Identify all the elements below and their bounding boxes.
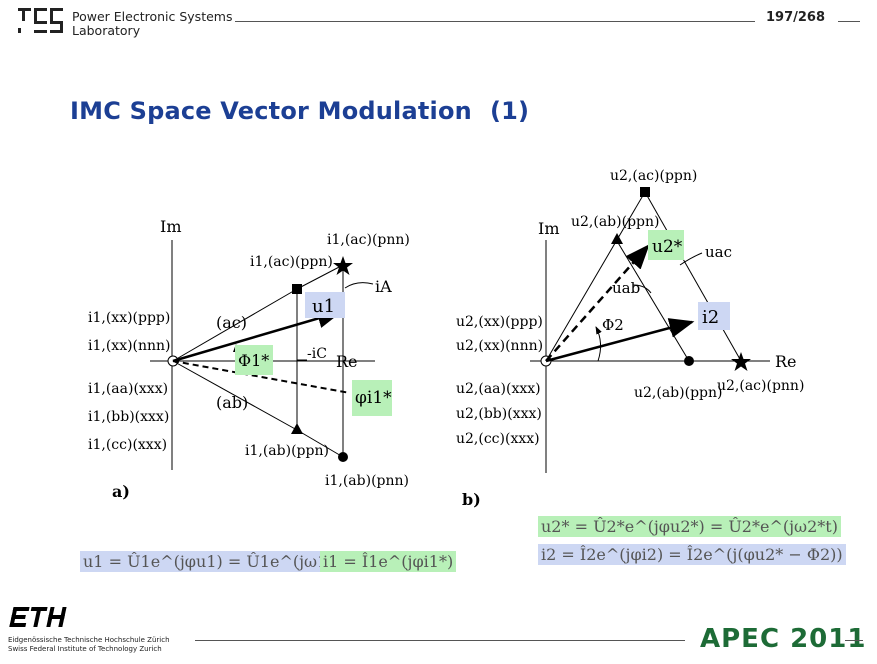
equation-b2: i2 = Î2e^(jφi2) = Î2e^(j(φu2* − Φ2)) xyxy=(538,544,846,565)
a-panel-label: a) xyxy=(112,482,130,501)
a-iC-label: -iC xyxy=(307,346,327,362)
a-marker-star xyxy=(333,256,353,275)
a-line-bottom xyxy=(296,429,344,458)
b-im-label: Im xyxy=(538,219,560,238)
slide-title-number: (1) xyxy=(489,97,530,125)
slide-title: IMC Space Vector Modulation (1) xyxy=(70,97,529,125)
a-phi-label: Φ1* xyxy=(238,351,269,370)
eth-name-en: Swiss Federal Institute of Technology Zu… xyxy=(8,645,162,653)
equation-a2: i1 = Î1e^(jφi1*) xyxy=(320,551,457,572)
equation-a1: u1 = Û1e^(jφu1) = Û1e^(jω1t) xyxy=(80,551,343,572)
b-uac-leader xyxy=(679,252,703,266)
b-v-aa: u2,(aa)(xxx) xyxy=(456,381,541,397)
lab-name-line2: Laboratory xyxy=(72,23,141,38)
eth-name: Eidgenössische Technische Hochschule Zür… xyxy=(8,636,170,654)
equation-b1-text: u2* = Û2*e^(jφu2*) = Û2*e^(jω2*t) xyxy=(538,516,841,537)
a-ac-label: (ac) xyxy=(216,313,247,332)
b-marker-square xyxy=(640,187,650,197)
b-marker-triangle xyxy=(611,233,623,244)
a-line-ab xyxy=(172,360,298,431)
diagram-a: Im Re i1,(ac)(ppn) i1,(ac)(pnn) i1,(ab)(… xyxy=(88,217,410,501)
b-phi2-label: Φ2 xyxy=(602,316,624,334)
b-re-label: Re xyxy=(775,352,797,371)
a-phi-highlight xyxy=(235,345,273,375)
a-line-top xyxy=(296,264,344,290)
footer-rule xyxy=(195,640,685,641)
equation-b1: u2* = Û2*e^(jφu2*) = Û2*e^(jω2*t) xyxy=(538,516,841,537)
lab-name: Power Electronic Systems Laboratory xyxy=(72,10,232,38)
pes-logo xyxy=(18,8,64,38)
a-marker-dot xyxy=(338,452,348,462)
equation-a2-text: i1 = Î1e^(jφi1*) xyxy=(320,551,457,572)
b-uac-label: uac xyxy=(705,243,732,261)
a-v-xx-ppp: i1,(xx)(ppp) xyxy=(88,310,170,326)
b-line-right xyxy=(644,191,742,362)
a-v-ac-pnn: i1,(ac)(pnn) xyxy=(327,232,410,248)
a-u1-vector xyxy=(172,308,343,363)
a-iA-leader xyxy=(344,282,374,289)
b-phi2-arc xyxy=(595,326,602,362)
apec-logo: APEC 2011 xyxy=(700,624,867,654)
a-re-label: Re xyxy=(336,352,358,371)
a-v-ac-ppn: i1,(ac)(ppn) xyxy=(250,254,333,270)
header-rule xyxy=(235,21,755,22)
b-v-xx-ppp: u2,(xx)(ppp) xyxy=(456,314,543,330)
b-uab-leader xyxy=(632,284,652,294)
a-u1-highlight xyxy=(305,292,345,318)
b-u2s-vector xyxy=(545,244,650,362)
a-v-ab-pnn: i1,(ab)(pnn) xyxy=(325,473,409,489)
page-number: 197/268 xyxy=(766,10,826,25)
b-v-ac-pnn: u2,(ac)(pnn) xyxy=(717,378,804,394)
b-v-ab-ppn: u2,(ab)(ppn) xyxy=(634,385,722,401)
a-line-ac xyxy=(172,288,298,362)
a-iA-label: iA xyxy=(375,277,392,296)
b-uab-label: uab xyxy=(612,279,640,297)
a-marker-triangle xyxy=(291,423,303,434)
b-u2s-label: u2* xyxy=(652,237,683,257)
a-v-aa: i1,(aa)(xxx) xyxy=(88,381,168,397)
header-rule-right xyxy=(838,21,860,22)
b-v-bb: u2,(bb)(xxx) xyxy=(456,406,542,422)
b-v-ac-ppn: u2,(ac)(ppn) xyxy=(610,168,697,184)
a-v-cc: i1,(cc)(xxx) xyxy=(88,437,167,453)
a-v-xx-nnn: i1,(xx)(nnn) xyxy=(88,338,171,354)
b-marker-star xyxy=(731,352,751,371)
b-v-cc: u2,(cc)(xxx) xyxy=(456,431,540,447)
b-line-left xyxy=(545,191,646,362)
b-i2-highlight xyxy=(698,302,730,330)
a-varphi-label: φi1* xyxy=(355,388,392,408)
a-im-label: Im xyxy=(160,217,182,236)
b-v-ab-ppn-top: u2,(ab)(ppn) xyxy=(571,214,659,230)
b-u2s-highlight xyxy=(648,230,684,260)
eth-name-de: Eidgenössische Technische Hochschule Zür… xyxy=(8,636,170,644)
slide-title-text: IMC Space Vector Modulation xyxy=(70,97,472,125)
a-varphi-highlight xyxy=(352,380,392,416)
b-marker-dot xyxy=(684,356,694,366)
a-v-bb: i1,(bb)(xxx) xyxy=(88,409,169,425)
a-v-ab-ppn: i1,(ab)(ppn) xyxy=(245,443,329,459)
equation-a1-text: u1 = Û1e^(jφu1) = Û1e^(jω1t) xyxy=(80,551,343,572)
diagram-b: Im Re u2,(ac)(ppn) u2,(ab)(ppn) u2,(ab)(… xyxy=(456,168,804,509)
a-ab-label: (ab) xyxy=(216,393,248,412)
footer-rule-right xyxy=(845,640,863,641)
b-i2-vector xyxy=(545,318,695,363)
b-i2-label: i2 xyxy=(702,307,719,328)
equation-b2-text: i2 = Î2e^(jφi2) = Î2e^(j(φu2* − Φ2)) xyxy=(538,544,846,565)
b-v-xx-nnn: u2,(xx)(nnn) xyxy=(456,338,543,354)
eth-logo xyxy=(8,605,68,633)
b-panel-label: b) xyxy=(462,490,481,509)
lab-name-line1: Power Electronic Systems xyxy=(72,9,233,24)
a-u1-label: u1 xyxy=(312,296,335,317)
a-marker-square xyxy=(292,284,302,294)
